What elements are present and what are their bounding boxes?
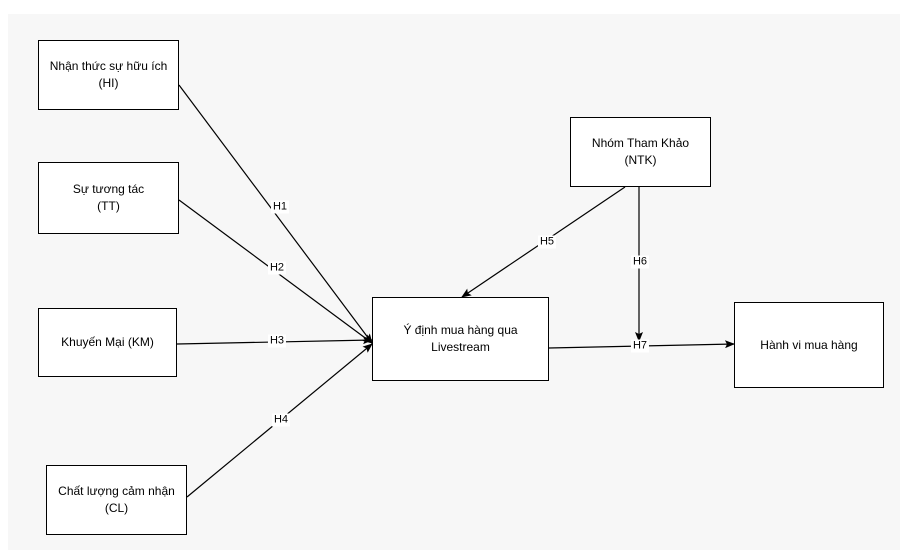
node-km: Khuyến Mại (KM) — [38, 308, 177, 377]
node-tt-code: (TT) — [97, 199, 120, 213]
node-km-title: Khuyến Mại (KM) — [61, 335, 154, 349]
edge-label-h4: H4 — [271, 413, 291, 427]
node-ntk-code: (NTK) — [624, 153, 657, 167]
node-yd: Ý định mua hàng qua Livestream — [372, 297, 549, 381]
node-ntk-title: Nhóm Tham Khảo — [591, 136, 690, 150]
node-hi-title: Nhận thức sự hữu ích — [49, 59, 168, 73]
edge-label-h5: H5 — [537, 235, 557, 249]
edge-label-h6: H6 — [630, 255, 650, 269]
node-yd-title: Ý định mua hàng qua — [403, 323, 518, 337]
edge-label-h7: H7 — [630, 339, 650, 353]
edge-label-h2: H2 — [267, 261, 287, 275]
node-cl-title: Chất lượng cảm nhận — [58, 484, 175, 498]
node-ntk: Nhóm Tham Khảo (NTK) — [570, 117, 711, 187]
node-hi: Nhận thức sự hữu ích (HI) — [38, 40, 179, 110]
node-tt-title: Sự tương tác — [72, 182, 145, 196]
node-tt: Sự tương tác (TT) — [38, 162, 179, 234]
node-cl-code: (CL) — [104, 501, 129, 515]
node-hv-title: Hành vi mua hàng — [760, 337, 858, 352]
node-yd-subtitle: Livestream — [431, 340, 490, 354]
node-hv: Hành vi mua hàng — [734, 302, 884, 388]
node-cl: Chất lượng cảm nhận (CL) — [46, 465, 187, 535]
edge-label-h1: H1 — [270, 200, 290, 214]
edge-h1 — [178, 84, 373, 344]
edge-label-h3: H3 — [267, 334, 287, 348]
node-hi-code: (HI) — [98, 76, 119, 90]
